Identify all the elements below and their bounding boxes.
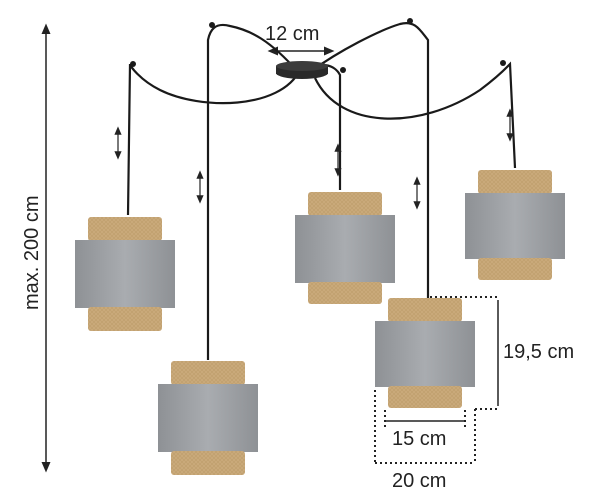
ceiling-hooks xyxy=(130,18,506,73)
lamp-shade-2 xyxy=(158,361,258,475)
max-height-label: max. 200 cm xyxy=(21,196,43,310)
shade-height-label: 19,5 cm xyxy=(503,341,574,363)
lamp-shade-5 xyxy=(375,298,475,408)
adjust-arrows xyxy=(114,108,514,210)
cables xyxy=(126,22,517,360)
shade-outer-width-label: 20 cm xyxy=(392,470,446,492)
lamp-shade-3 xyxy=(295,192,395,304)
dimension-guides xyxy=(374,296,498,464)
lamp-shade-4 xyxy=(465,170,565,280)
lamp-shade-1 xyxy=(75,217,175,331)
canopy-width-label: 12 cm xyxy=(265,23,319,45)
canopy xyxy=(276,61,328,79)
shade-inner-width-label: 15 cm xyxy=(392,428,446,450)
